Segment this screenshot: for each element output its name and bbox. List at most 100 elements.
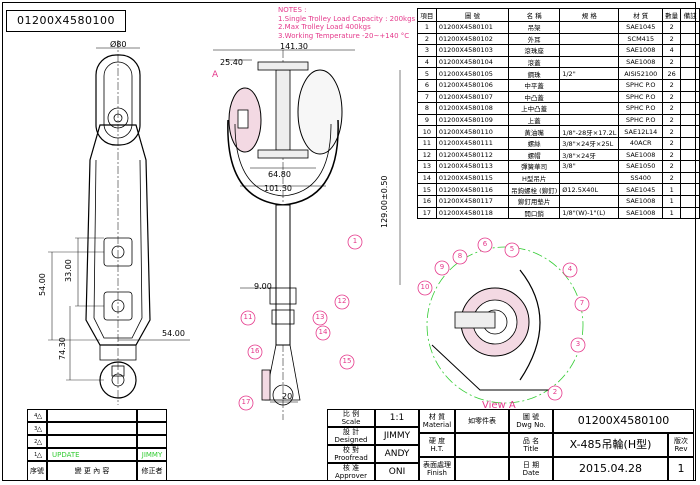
parts-cell-spec bbox=[559, 113, 620, 127]
parts-cell-part-name: 上蓋 bbox=[508, 113, 561, 127]
parts-cell-part-name: 上中凸蓋 bbox=[508, 102, 561, 115]
parts-cell-qty: 2 bbox=[662, 148, 682, 162]
parts-cell-dwg-no: 01200X4580110 bbox=[435, 125, 510, 138]
parts-cell-material: SAE1008 bbox=[618, 44, 664, 57]
dwgno-value: 01200X4580100 bbox=[553, 409, 694, 433]
parts-cell-material: SPHC P.O bbox=[618, 90, 664, 104]
rev-symbol: △3 bbox=[27, 422, 47, 435]
parts-cell-material: SAE1008 bbox=[618, 148, 664, 162]
rev-symbol: △4 bbox=[27, 409, 47, 422]
dim-33: 33.00 bbox=[64, 259, 73, 282]
parts-cell-part-name: 黃油嘴 bbox=[508, 125, 561, 138]
balloon-label: 2 bbox=[552, 388, 558, 396]
parts-cell-spec bbox=[559, 90, 620, 104]
parts-cell-dwg-no: 01200X4580102 bbox=[435, 32, 510, 46]
parts-cell-dwg-no: 01200X4580112 bbox=[435, 148, 510, 162]
parts-cell-remark bbox=[680, 206, 700, 220]
rev-symbol: △1 bbox=[27, 448, 47, 461]
parts-cell-spec bbox=[559, 78, 620, 92]
rev-content bbox=[47, 409, 137, 422]
parts-cell-qty: 1 bbox=[662, 183, 682, 196]
parts-cell-dwg-no: 01200X4580116 bbox=[435, 183, 510, 196]
parts-cell-material: SAE1008 bbox=[618, 194, 664, 208]
parts-cell-item-no: 3 bbox=[417, 44, 437, 57]
parts-cell-item-no: 4 bbox=[417, 55, 437, 69]
parts-cell-part-name: 鋼珠 bbox=[508, 67, 561, 80]
rev-reviser bbox=[137, 422, 167, 435]
parts-cell-material: SAE1008 bbox=[618, 55, 664, 69]
parts-cell-material: SAE1008 bbox=[618, 206, 664, 220]
parts-cell-qty: 2 bbox=[662, 171, 682, 185]
parts-cell-material: AISI52100 bbox=[618, 67, 664, 80]
parts-cell-remark bbox=[680, 55, 700, 69]
balloon-label: 15 bbox=[342, 357, 352, 365]
parts-cell-material: SAE12L14 bbox=[618, 125, 664, 138]
parts-cell-spec bbox=[559, 102, 620, 115]
parts-cell-material: SAE1045 bbox=[618, 21, 664, 34]
parts-cell-spec: 1/8"(W)-1"(L) bbox=[559, 206, 620, 220]
title-value: X-485吊輪(H型) bbox=[553, 433, 668, 457]
balloon-label: 11 bbox=[243, 313, 253, 321]
col-dwg: 圖 號 bbox=[435, 8, 510, 22]
rev-header-reviser: 修正者 bbox=[137, 461, 167, 481]
parts-cell-part-name: 螺帽 bbox=[508, 148, 561, 162]
rev-update-by: JIMMY bbox=[137, 448, 167, 461]
triangle-icon: △ bbox=[36, 450, 43, 459]
dim-54-horizontal: 54.00 bbox=[162, 329, 185, 338]
parts-cell-dwg-no: 01200X4580109 bbox=[435, 113, 510, 127]
dim-101-30: 101.30 bbox=[264, 184, 292, 193]
parts-cell-qty: 4 bbox=[662, 44, 682, 57]
approver-value: ONI bbox=[375, 463, 419, 481]
notes-header: NOTES : bbox=[278, 6, 307, 14]
parts-cell-dwg-no: 01200X4580117 bbox=[435, 194, 510, 208]
parts-cell-spec bbox=[559, 194, 620, 208]
note-line: 2.Max Trolley Load 400kgs bbox=[278, 23, 371, 31]
parts-cell-spec: 3/8"×24牙×25L bbox=[559, 136, 620, 150]
parts-cell-material: SS400 bbox=[618, 171, 664, 185]
parts-cell-material: SPHC P.O bbox=[618, 102, 664, 115]
parts-cell-dwg-no: 01200X4580108 bbox=[435, 102, 510, 115]
parts-cell-spec: 3/8" bbox=[559, 160, 620, 173]
rev-content bbox=[47, 435, 137, 448]
parts-cell-spec bbox=[559, 21, 620, 34]
parts-cell-spec: 3/8"×24牙 bbox=[559, 148, 620, 162]
rev-header-no: 序號 bbox=[27, 461, 47, 481]
balloon-label: 1 bbox=[352, 237, 358, 245]
parts-cell-qty: 2 bbox=[662, 55, 682, 69]
note-line: 1.Single Trolley Load Capacity : 200kgs bbox=[278, 14, 416, 23]
parts-cell-dwg-no: 01200X4580104 bbox=[435, 55, 510, 69]
title-block: △4 △3 △2 △1 UPDATE JIMMY 序號 變 更 內 容 修正者 … bbox=[27, 409, 696, 481]
parts-cell-qty: 2 bbox=[662, 78, 682, 92]
dim-141-30: 141.30 bbox=[280, 42, 308, 51]
parts-cell-dwg-no: 01200X4580118 bbox=[435, 206, 510, 220]
balloon-label: 6 bbox=[482, 240, 488, 248]
parts-cell-item-no: 8 bbox=[417, 102, 437, 115]
parts-cell-material: SPHC P.O bbox=[618, 78, 664, 92]
parts-cell-dwg-no: 01200X4580101 bbox=[435, 21, 510, 34]
parts-cell-qty: 2 bbox=[662, 90, 682, 104]
parts-cell-item-no: 17 bbox=[417, 206, 437, 220]
parts-cell-remark bbox=[680, 102, 700, 115]
triangle-icon: △ bbox=[36, 437, 43, 446]
parts-cell-part-name: 中凸蓋 bbox=[508, 90, 561, 104]
note-line: 3.Working Temperature -20~+140 °C bbox=[278, 31, 410, 40]
parts-cell-material: SAE1050 bbox=[618, 160, 664, 173]
parts-cell-dwg-no: 01200X4580115 bbox=[435, 171, 510, 185]
proofread-value: ANDY bbox=[375, 445, 419, 463]
parts-cell-remark bbox=[680, 67, 700, 80]
rev-value: 1 bbox=[668, 457, 694, 481]
dim-129: 129.00±0.50 bbox=[380, 175, 389, 228]
